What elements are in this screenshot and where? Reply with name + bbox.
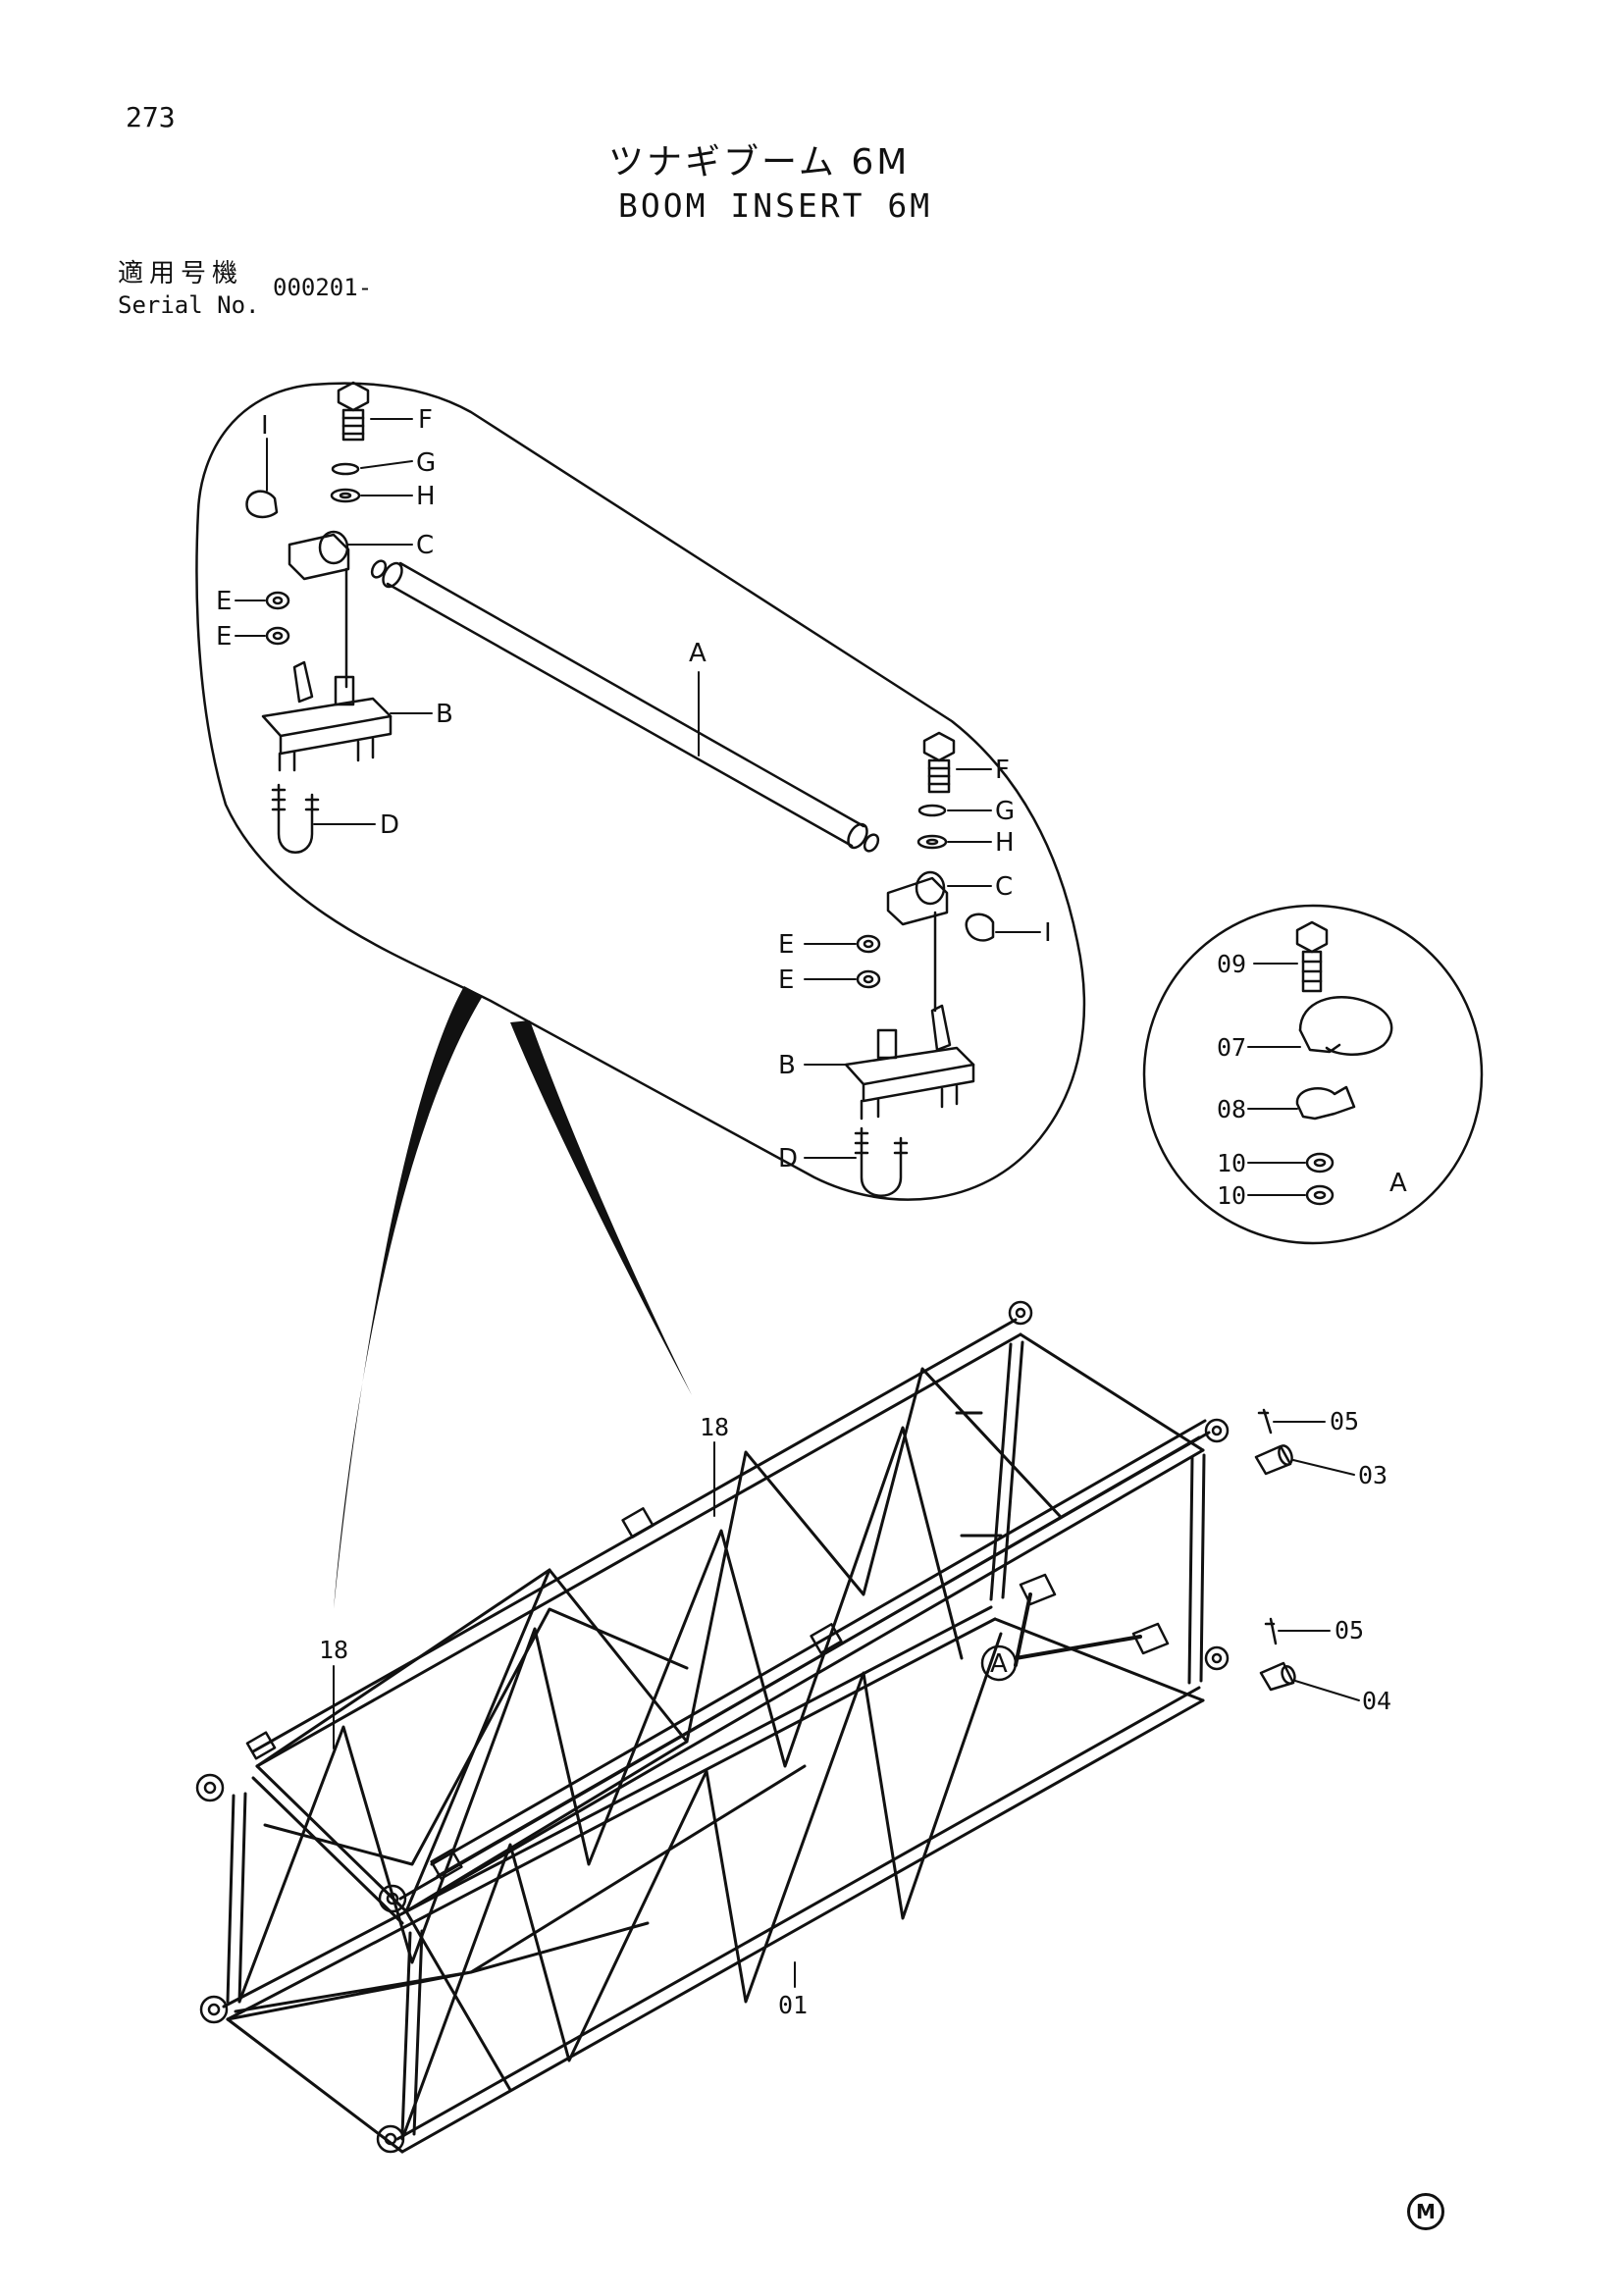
- boom-labels: 18 18 01 05 03 05 04 A: [319, 1407, 1391, 2019]
- label-f-lower: F: [995, 756, 1010, 785]
- label-d-upper: D: [380, 810, 399, 840]
- clamp-group-upper: [245, 381, 393, 854]
- label-01: 01: [778, 1991, 808, 2019]
- label-08: 08: [1217, 1095, 1246, 1123]
- boom-leader-lines: [333, 1421, 1360, 1988]
- boom-lattice-frame: [222, 1318, 1211, 2154]
- serial-number-value: 000201-: [273, 274, 373, 301]
- boom-pipe-clamps: [245, 1507, 843, 1880]
- label-g-lower: G: [995, 797, 1015, 826]
- detail-circle-leaders: [1247, 963, 1306, 1196]
- detail-balloon-outline: [195, 382, 1086, 1201]
- label-b-lower: B: [778, 1051, 796, 1080]
- boom-pins: [980, 1408, 1296, 1692]
- label-i-upper: I: [261, 411, 269, 441]
- label-10-lower: 10: [1217, 1181, 1246, 1210]
- label-e-upper-1: E: [216, 587, 232, 616]
- label-e-lower-1: E: [778, 930, 794, 960]
- label-c-upper: C: [416, 531, 434, 560]
- clamp-group-lower: [844, 731, 995, 1197]
- label-d-lower: D: [778, 1144, 798, 1174]
- detail-leader-lines: [235, 418, 1041, 1159]
- label-g-upper: G: [416, 448, 436, 478]
- label-05-upper: 05: [1330, 1407, 1359, 1435]
- callout-a-main: A: [990, 1649, 1008, 1679]
- label-e-upper-2: E: [216, 622, 232, 652]
- detail-circle-a: [1142, 904, 1484, 1245]
- label-f-upper: F: [418, 405, 433, 435]
- label-h-upper: H: [416, 482, 436, 511]
- label-c-lower: C: [995, 872, 1013, 902]
- manufacturer-mark-icon: M: [1407, 2193, 1444, 2230]
- pipe-a: [370, 559, 880, 853]
- detail-circle-callout: A: [1389, 1169, 1407, 1198]
- label-05-lower: 05: [1335, 1616, 1364, 1644]
- detail-circle-labels: 09 07 08 10 10 A: [1217, 950, 1407, 1210]
- label-e-lower-2: E: [778, 965, 794, 995]
- label-18-center: 18: [700, 1413, 729, 1441]
- label-07: 07: [1217, 1033, 1246, 1062]
- label-03: 03: [1358, 1461, 1387, 1489]
- page-title-japanese: ツナギブーム 6M: [608, 142, 911, 183]
- page-title-english: BOOM INSERT 6M: [618, 186, 933, 225]
- label-18-left: 18: [319, 1636, 348, 1664]
- detail-leader-horns: [334, 986, 692, 1609]
- label-a-pipe: A: [689, 639, 707, 668]
- label-10-upper: 10: [1217, 1149, 1246, 1177]
- label-04: 04: [1362, 1687, 1391, 1715]
- page-number: 273: [126, 101, 176, 133]
- label-i-lower: I: [1044, 918, 1052, 948]
- label-h-lower: H: [995, 828, 1015, 858]
- boom-end-lugs: [195, 1300, 1230, 2154]
- label-09: 09: [1217, 950, 1246, 978]
- detail-labels: F G H C I E E B D A F G H C I E E B D: [216, 405, 1052, 1174]
- serial-label-english: Serial No.: [118, 291, 260, 319]
- serial-label-japanese: 適用号機: [118, 259, 244, 288]
- label-b-upper: B: [436, 700, 453, 729]
